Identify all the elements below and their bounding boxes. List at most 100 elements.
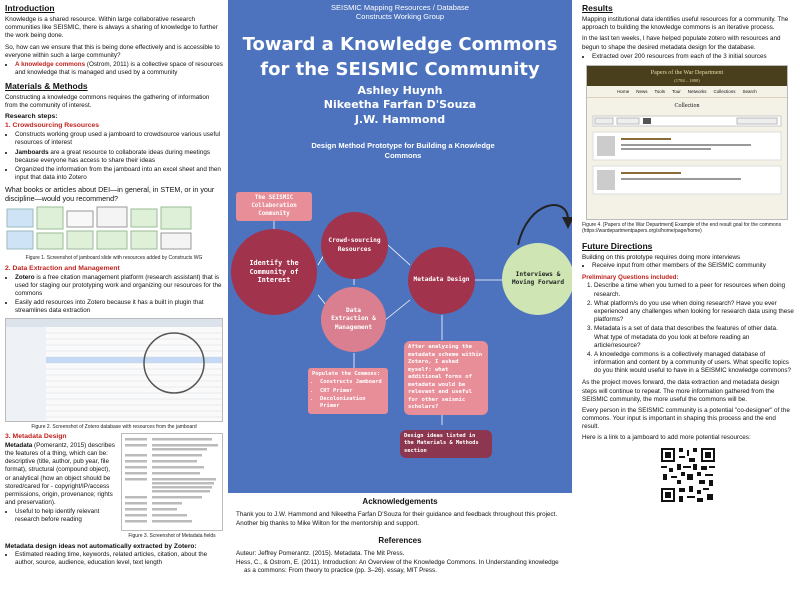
author-3: J.W. Hammond <box>354 112 446 126</box>
web-nav-collections[interactable]: Collections <box>713 88 736 94</box>
poster-title: Toward a Knowledge Commons for the SEISM… <box>242 33 558 80</box>
arrow-to-results <box>517 204 569 246</box>
acknowledgements-heading: Acknowledgements <box>362 497 438 506</box>
questions-list: Describe a time when you turned to a pee… <box>594 282 794 375</box>
step-1-list: Constructs working group used a jamboard… <box>15 131 223 182</box>
metadata-auto-list: Estimated reading time, keywords, relate… <box>15 551 223 567</box>
step-2-bullet-2: Easily add resources into Zotero because… <box>15 299 223 315</box>
results-heading: Results <box>582 3 613 13</box>
diagram-subtitle: Design Method Prototype for Building a K… <box>311 141 495 160</box>
web-nav-networks[interactable]: Networks <box>687 88 707 94</box>
populate-title: Populate the Commons: <box>312 371 381 377</box>
zotero-table-icon <box>6 318 222 421</box>
intro-list: A knowledge commons (Ostrom, 2011) is a … <box>15 61 223 77</box>
future-paragraph-3: Every person in the SEISMIC community is… <box>582 406 790 431</box>
future-paragraph-1: Building on this prototype requires doin… <box>582 253 741 261</box>
jamboard-screenshot <box>5 205 223 254</box>
collaboration-community-box: The SEISMIC Collaboration Community <box>236 192 312 222</box>
results-paragraph-2: In the last ten weeks, I have helped pop… <box>582 35 781 51</box>
web-banner: Papers of the War Department (1784 – 180… <box>587 65 787 86</box>
qr-code-icon <box>659 445 717 504</box>
populate-item-3: Decolonization Primer <box>320 396 384 411</box>
acknowledgements-text: Thank you to J.W. Hammond and Nikeetha F… <box>236 511 558 527</box>
materials-methods-heading: Materials & Methods <box>5 81 88 92</box>
design-ideas-box: Design ideas listed in the Materials & M… <box>400 430 492 458</box>
web-nav-tour[interactable]: Tour <box>671 88 681 94</box>
future-directions-heading: Future Directions <box>582 240 653 251</box>
jamboard-qr-code[interactable] <box>659 445 717 504</box>
references-heading: References <box>378 535 422 545</box>
step-1-heading: 1. Crowdsourcing Resources <box>5 122 100 130</box>
crowdsourcing-circle: Crowd-sourcing Resources <box>321 212 388 279</box>
populate-item-1: Constructs Jamboard <box>320 379 384 386</box>
author-1: Ashley Huynh <box>357 84 443 98</box>
metadata-design-circle: Metadata Design <box>408 247 475 314</box>
arrow-extract-meta <box>383 299 411 322</box>
right-column: Results Mapping institutional data ident… <box>572 0 800 598</box>
question-4: A knowledge commons is a collectively ma… <box>594 351 794 376</box>
step-2-bullet-1: Zotero is a free citation management pla… <box>15 274 223 299</box>
populate-commons-box: Populate the Commons: Constructs Jamboar… <box>308 368 388 415</box>
identify-community-circle: Identify the Community of Interest <box>231 229 317 315</box>
metadata-paragraph: Metadata (Pomerantz, 2015) describes the… <box>5 441 115 507</box>
metadata-list: Useful to help identify relevant researc… <box>15 508 117 524</box>
metadata-question-box: After analyzing the metadata scheme with… <box>404 341 488 415</box>
step-1-bullet-1: Constructs working group used a jamboard… <box>15 131 223 147</box>
question-1: Describe a time when you turned to a pee… <box>594 282 794 298</box>
figure-4-caption: Figure 4. [Papers of the War Department]… <box>582 221 782 235</box>
arrow-crowd-meta <box>387 244 411 266</box>
step-2-heading: 2. Data Extraction and Management <box>5 264 120 272</box>
research-steps-heading: Research steps: <box>5 112 58 120</box>
figure-2-caption: Figure 2. Screenshot of Zotero database … <box>31 423 197 430</box>
metadata-auto-heading: Metadata design ideas not automatically … <box>5 542 197 550</box>
interviews-circle: Interviews & Moving Forward <box>502 243 572 315</box>
reference-1: Auteur: Jeffrey Pomerantz. (2015). Metad… <box>236 550 405 558</box>
step-2-list: Zotero is a free citation management pla… <box>15 274 223 316</box>
web-nav: Home News Tools Tour Networks Collection… <box>587 86 787 99</box>
future-list: Receive input from other members of the … <box>592 262 794 270</box>
future-bullet-1: Receive input from other members of the … <box>592 262 794 270</box>
step-1-bullet-3: Organized the information from the jambo… <box>15 166 223 182</box>
mm-paragraph: Constructing a knowledge commons require… <box>5 94 210 110</box>
metadata-bullet-1: Useful to help identify relevant researc… <box>15 508 117 524</box>
zotero-screenshot <box>5 317 223 422</box>
metadata-fields-icon <box>125 438 218 523</box>
left-column: Introduction Knowledge is a shared resou… <box>0 0 228 598</box>
war-department-screenshot: Papers of the War Department (1784 – 180… <box>586 64 788 220</box>
question-2: What platform/s do you use when doing re… <box>594 300 794 325</box>
references-list: Auteur: Jeffrey Pomerantz. (2015). Metad… <box>236 550 564 576</box>
web-document-list-icon <box>592 115 782 195</box>
results-paragraph-1: Mapping institutional data identifies us… <box>582 16 789 32</box>
preliminary-questions-heading: Preliminary Questions included: <box>582 274 679 282</box>
jamboard-question: What books or articles about DEI—in gene… <box>5 185 215 204</box>
metadata-auto-bullet-1: Estimated reading time, keywords, relate… <box>15 551 223 567</box>
web-nav-tools[interactable]: Tools <box>654 88 665 94</box>
intro-paragraph-2: So, how can we ensure that this is being… <box>5 43 220 59</box>
header-line-1: SEISMIC Mapping Resources / Database <box>331 3 469 12</box>
metadata-text: 3. Metadata Design Metadata (Pomerantz, … <box>5 433 117 543</box>
author-2: Nikeetha Farfan D'Souza <box>323 98 477 112</box>
future-paragraph-2: As the project moves forward, the data e… <box>582 379 780 403</box>
metadata-fields-screenshot <box>121 433 223 532</box>
populate-item-2: CRT Primer <box>320 388 384 395</box>
step-1-bullet-2: Jamboards are a great resource to collab… <box>15 149 223 165</box>
acknowledgements-references: Acknowledgements Thank you to J.W. Hammo… <box>228 493 572 598</box>
jamboard-notes-icon <box>6 206 192 250</box>
intro-bullet: A knowledge commons (Ostrom, 2011) is a … <box>15 61 223 77</box>
web-collection-title: Collection <box>674 103 700 110</box>
metadata-section: 3. Metadata Design Metadata (Pomerantz, … <box>5 433 223 543</box>
intro-paragraph-1: Knowledge is a shared resource. Within l… <box>5 16 218 40</box>
question-3: Metadata is a set of data that describes… <box>594 325 794 350</box>
figure-1-caption: Figure 1. Screenshot of jamboard slide w… <box>25 255 203 262</box>
populate-list: Constructs Jamboard CRT Primer Decoloniz… <box>320 379 384 410</box>
results-list: Extracted over 200 resources from each o… <box>592 53 794 61</box>
header-line-2: Constructs Working Group <box>355 12 445 22</box>
data-extraction-circle: Data Extraction & Management <box>321 287 386 352</box>
metadata-figure: Figure 3. Screenshot of Metadata fields <box>121 433 223 543</box>
web-nav-news[interactable]: News <box>636 88 648 94</box>
web-nav-search[interactable]: Search <box>742 88 757 94</box>
arrow-head-results <box>562 217 572 229</box>
intro-heading: Introduction <box>5 3 55 13</box>
figure-3-caption: Figure 3. Screenshot of Metadata fields <box>128 533 216 540</box>
web-nav-home[interactable]: Home <box>617 88 630 94</box>
